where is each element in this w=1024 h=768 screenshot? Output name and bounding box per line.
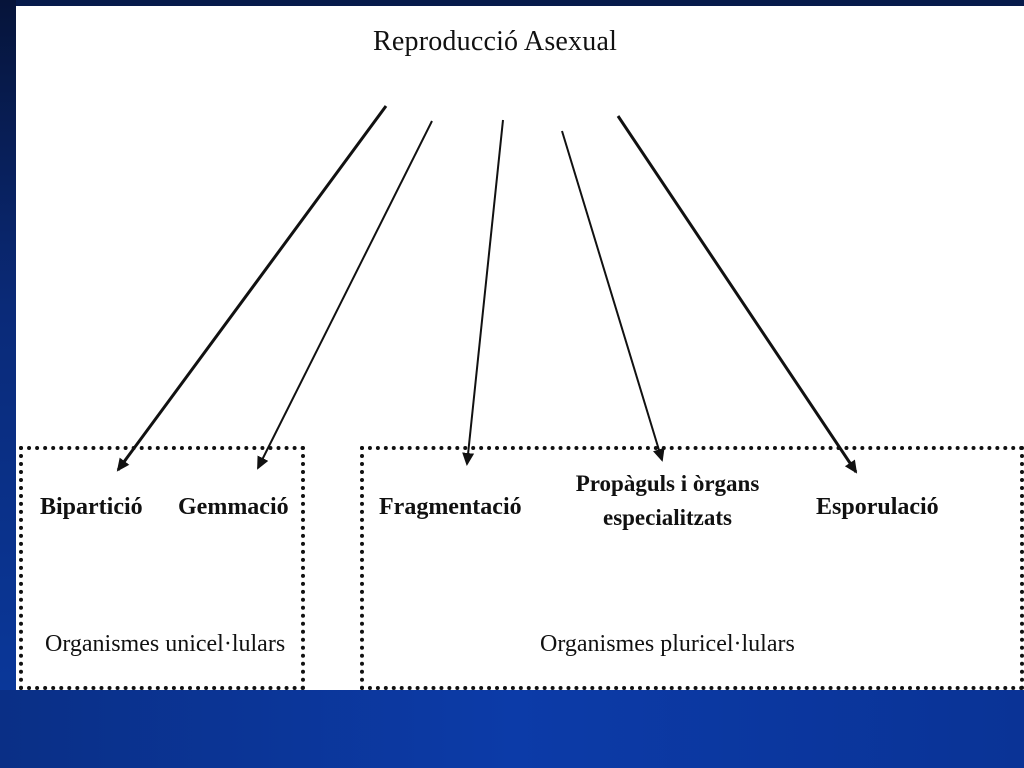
label-propaguls: Propàguls i òrgans especialitzats [565, 469, 770, 533]
multicellular-box [360, 446, 1024, 690]
arrow-to-biparticio [116, 105, 388, 472]
label-esporulacio: Esporulació [816, 494, 939, 520]
arrow-to-gemmacio [257, 120, 433, 470]
label-propaguls-line2: especialitzats [602, 505, 732, 530]
slide-bottom-band [0, 690, 1024, 768]
arrow-to-propaguls [561, 130, 665, 462]
label-unicellular-group: Organismes unicel·lulars [45, 631, 286, 657]
diagram-title: Reproducció Asexual [373, 26, 618, 57]
unicellular-box [19, 446, 305, 690]
label-biparticio: Bipartició [40, 494, 143, 520]
arrow-to-fragmentacio [462, 119, 504, 466]
label-fragmentacio: Fragmentació [379, 494, 522, 520]
diagram-panel [16, 6, 1024, 690]
slide-left-edge [0, 0, 16, 768]
label-propaguls-line1: Propàguls i òrgans [575, 471, 760, 496]
label-gemmacio: Gemmació [178, 494, 289, 520]
arrow-to-esporulacio [616, 115, 858, 474]
label-multicellular-group: Organismes pluricel·lulars [540, 631, 795, 657]
